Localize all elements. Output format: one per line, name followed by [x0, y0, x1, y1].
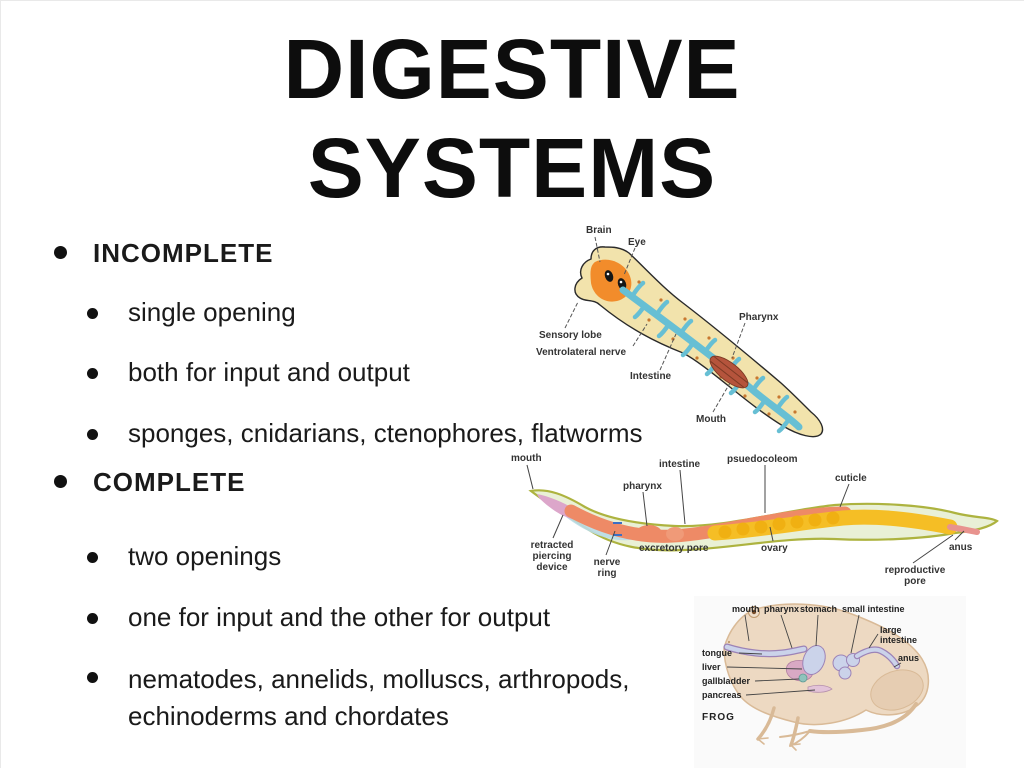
frog-large-intestine-inner: [855, 647, 899, 668]
flatworm-diagram: Brain Eye Sensory lobe Ventrolateral ner…: [533, 220, 838, 452]
frog-gallbladder: [798, 673, 808, 683]
bullet-dot: [87, 429, 98, 440]
nematode-label-intestine: intestine: [659, 459, 701, 470]
flatworm-leader-lines: [564, 236, 746, 413]
nematode-ovary-lobes: [718, 511, 840, 539]
frog-caption: FROG: [702, 712, 735, 723]
flatworm-pharynx-organ: [709, 355, 749, 389]
flatworm-label-pharynx: Pharynx: [739, 312, 779, 323]
bullet-dot: [87, 368, 98, 379]
nematode-label-anus: anus: [949, 542, 973, 553]
nematode-label-cuticle: cuticle: [835, 473, 867, 484]
bullet-complete-examples: nematodes, annelids, molluscs, arthropod…: [87, 661, 700, 735]
slide-title-line2: SYSTEMS: [307, 121, 717, 215]
bullet-dot: [54, 246, 67, 259]
frog-esophagus-inner: [724, 644, 807, 656]
flatworm-label-brain: Brain: [586, 225, 612, 236]
nematode-label-mouth: mouth: [511, 453, 542, 464]
frog-label-mouth: mouth: [732, 604, 760, 614]
frog-diagram: mouth pharynx stomach small intestine la…: [694, 596, 966, 768]
frog-eye-pupil: [751, 609, 757, 615]
frog-label-pharynx: pharynx: [764, 604, 800, 614]
bullet-dot: [87, 552, 98, 563]
frog-label-tongue: tongue: [702, 648, 732, 658]
flatworm-label-intestine: Intestine: [630, 371, 672, 382]
bullet-incomplete: INCOMPLETE: [54, 238, 274, 269]
frog-label-large-intestine: large intestine: [880, 625, 918, 645]
frog-nostril: [727, 640, 731, 644]
frog-label-liver: liver: [702, 662, 721, 672]
frog-label-pancreas: pancreas: [702, 690, 742, 700]
nematode-diagram: mouth pharynx intestine psuedocoleom cut…: [503, 447, 1020, 597]
bullet-complete-examples-label: nematodes, annelids, molluscs, arthropod…: [128, 664, 630, 731]
bullet-dot: [87, 672, 98, 683]
flatworm-label-sensory-lobe: Sensory lobe: [539, 330, 602, 341]
nematode-label-ovary: ovary: [761, 543, 788, 554]
flatworm-illustration: [564, 236, 824, 438]
bullet-both-input-output-label: both for input and output: [128, 357, 410, 387]
bullet-two-openings: two openings: [87, 541, 282, 572]
bullet-one-input-other-output: one for input and the other for output: [87, 602, 551, 633]
bullet-complete: COMPLETE: [54, 467, 246, 498]
flatworm-label-mouth: Mouth: [696, 414, 726, 425]
flatworm-speckles: [637, 280, 797, 416]
bullet-dot: [87, 308, 98, 319]
flatworm-label-eye: Eye: [628, 237, 646, 248]
nematode-nerve-ring-arrows: [613, 522, 622, 536]
nematode-label-nerve-ring: nerve ring: [593, 557, 621, 579]
bullet-two-openings-label: two openings: [128, 541, 282, 571]
nematode-pharynx-bulb2: [666, 527, 684, 541]
flatworm-eye-glint: [606, 272, 610, 276]
nematode-label-pharynx: pharynx: [623, 481, 662, 492]
bullet-one-input-other-output-label: one for input and the other for output: [128, 602, 551, 632]
frog-leader-lines: [726, 614, 902, 696]
frog-label-small-intestine: small intestine: [842, 604, 905, 614]
bullet-complete-label: COMPLETE: [93, 467, 246, 497]
slide-title-line1: DIGESTIVE: [283, 22, 741, 116]
flatworm-intestine-branches: [630, 280, 792, 434]
frog-hind-thigh: [870, 669, 924, 711]
slide-title: DIGESTIVE SYSTEMS: [0, 20, 1024, 218]
nematode-ovary: [707, 509, 958, 541]
frog-label-anus: anus: [898, 653, 920, 663]
frog-illustration: [723, 603, 930, 751]
flatworm-label-ventrolateral-nerve: Ventrolateral nerve: [536, 347, 627, 358]
bullet-incomplete-examples: sponges, cnidarians, ctenophores, flatwo…: [87, 418, 643, 449]
nematode-label-excretory-pore: excretory pore: [639, 543, 709, 554]
bullet-dot: [87, 613, 98, 624]
nematode-illustration: [526, 464, 999, 564]
nematode-leader-lines: [526, 464, 965, 564]
bullet-incomplete-label: INCOMPLETE: [93, 238, 274, 268]
nematode-label-retracted-piercing-device: retracted piercing device: [530, 540, 574, 573]
frog-label-gallbladder: gallbladder: [702, 676, 751, 686]
nematode-label-psuedocoleom: psuedocoleom: [727, 454, 798, 465]
nematode-tail-duct: [947, 524, 980, 535]
bullet-incomplete-examples-label: sponges, cnidarians, ctenophores, flatwo…: [128, 418, 643, 448]
bullet-single-opening: single opening: [87, 297, 296, 328]
nematode-pharynx-bulb: [636, 525, 662, 541]
frog-stomach: [802, 645, 826, 675]
bullet-single-opening-label: single opening: [128, 297, 296, 327]
frog-pancreas: [807, 684, 833, 693]
frog-legs: [756, 702, 918, 751]
nematode-label-reproductive-pore: reproductive pore: [884, 565, 946, 587]
bullet-dot: [54, 475, 67, 488]
frog-label-stomach: stomach: [800, 604, 838, 614]
flatworm-eye-glint: [619, 280, 623, 284]
bullet-both-input-output: both for input and output: [87, 357, 410, 388]
flatworm-eye-left: [604, 270, 614, 282]
